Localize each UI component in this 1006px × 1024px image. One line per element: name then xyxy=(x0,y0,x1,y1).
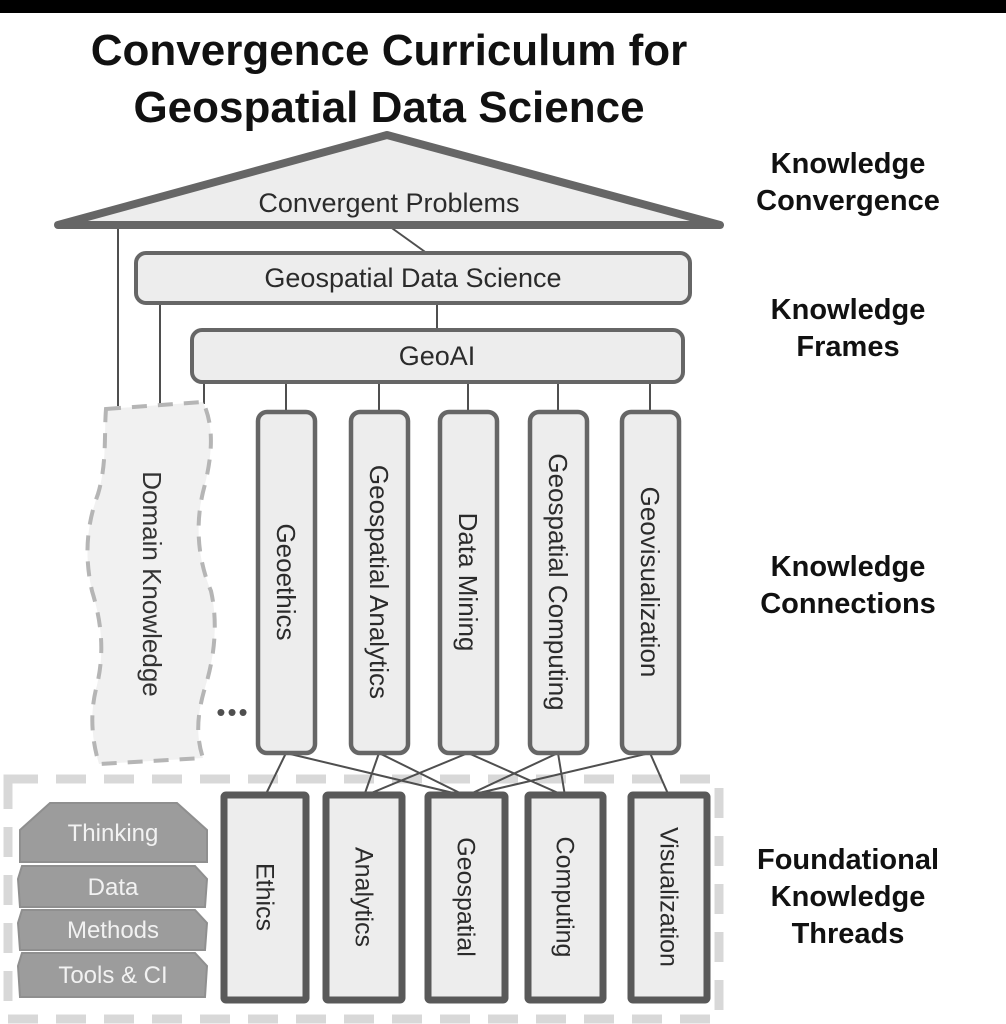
thread-type-data-label: Data xyxy=(88,874,139,901)
domain-knowledge-label: Domain Knowledge xyxy=(137,471,167,696)
thread-box-visualization-label: Visualization xyxy=(654,827,682,967)
stage-label-knowledge-connections: Knowledge Connections xyxy=(760,551,936,620)
connector-geovis-visualization xyxy=(649,752,670,797)
pillar-geospatial-analytics-label: Geospatial Analytics xyxy=(364,465,394,699)
pillar-geospatial-computing-label: Geospatial Computing xyxy=(543,453,573,710)
pillar-data-mining-label: Data Mining xyxy=(453,513,483,652)
thread-box-computing-label: Computing xyxy=(550,837,578,958)
thread-type-banner-data xyxy=(16,865,209,908)
roof-triangle xyxy=(54,131,724,229)
pillar-data-mining xyxy=(437,409,500,756)
roof-label: Convergent Problems xyxy=(258,188,519,218)
pillar-geovisualization xyxy=(619,409,682,756)
frame-box-gds xyxy=(134,251,692,305)
pillar-geospatial-analytics xyxy=(348,409,411,756)
top-black-bar xyxy=(0,0,1006,13)
connector-roof-gds xyxy=(388,225,429,255)
thread-box-ethics xyxy=(220,791,310,1004)
stage-label-knowledge-convergence: Knowledge Convergence xyxy=(756,148,940,217)
thread-box-visualization xyxy=(627,791,711,1004)
more-pillars-ellipsis: ••• xyxy=(216,697,249,727)
stage-label-knowledge-frames: Knowledge Frames xyxy=(770,294,926,363)
thread-box-ethics-label: Ethics xyxy=(250,863,278,931)
stage-label-foundational-knowledge-threads: Foundational Knowledge Threads xyxy=(756,844,940,950)
connector-geoethics-ethics xyxy=(264,752,287,797)
pillar-geoethics xyxy=(255,409,318,756)
connector-geocomputing-geospatial xyxy=(465,752,559,797)
pillar-geoethics-label: Geoethics xyxy=(271,523,301,640)
frame-box-geoai xyxy=(190,328,685,384)
thread-type-banner-methods xyxy=(16,909,209,951)
connector-datamining-analytics xyxy=(363,752,469,797)
connector-datamining-computing xyxy=(467,752,566,797)
connector-analytics-pillar-analytics xyxy=(363,752,380,797)
connector-geoethics-geospatial xyxy=(285,752,467,797)
thread-type-thinking-label: Thinking xyxy=(68,820,159,847)
pillar-geovisualization-label: Geovisualization xyxy=(635,487,665,678)
thread-box-computing xyxy=(524,791,607,1004)
frame-box-gds-label: Geospatial Data Science xyxy=(264,263,561,293)
thread-type-banner-tools-ci xyxy=(16,952,209,998)
pillar-geospatial-computing xyxy=(527,409,590,756)
connector-analytics-pillar-geospatial xyxy=(378,752,467,797)
thread-type-methods-label: Methods xyxy=(67,917,159,944)
page-title: Convergence Curriculum for Geospatial Da… xyxy=(90,26,688,133)
foundation-dashed-region xyxy=(3,774,724,1024)
thread-box-analytics xyxy=(322,791,406,1004)
thread-box-analytics-label: Analytics xyxy=(349,847,377,947)
thread-box-geospatial-label: Geospatial xyxy=(451,837,479,957)
frame-box-geoai-label: GeoAI xyxy=(399,341,476,371)
domain-knowledge-banner xyxy=(85,399,217,767)
thread-box-geospatial xyxy=(424,791,509,1004)
thread-type-tools-ci-label: Tools & CI xyxy=(58,962,167,989)
thread-type-banner-thinking xyxy=(19,802,208,863)
connector-geovis-geospatial xyxy=(465,752,651,797)
